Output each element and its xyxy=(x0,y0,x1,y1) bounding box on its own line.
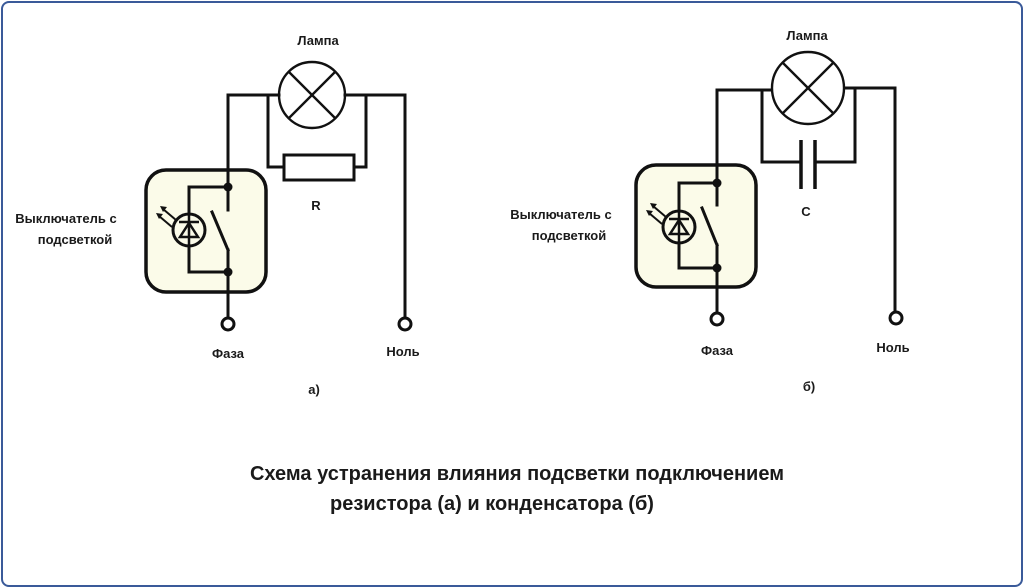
lamp-icon-b xyxy=(770,50,846,126)
phase-label-b: Фаза xyxy=(701,343,734,358)
phase-terminal-a xyxy=(220,316,236,332)
diagram-label-b: б) xyxy=(803,379,815,394)
lamp-icon-a xyxy=(277,60,347,130)
switch-label-a-line2: подсветкой xyxy=(38,232,112,247)
switch-label-b-line1: Выключатель с xyxy=(510,207,612,222)
wire-lamp-to-neutral-b xyxy=(844,86,897,315)
neutral-terminal-a xyxy=(397,316,413,332)
neutral-terminal-b xyxy=(888,310,904,326)
backlit-switch-icon-a xyxy=(144,168,268,294)
resistor-icon xyxy=(282,153,356,182)
switch-label-b-line2: подсветкой xyxy=(532,228,606,243)
lamp-label-b: Лампа xyxy=(786,28,828,43)
component-label-a: R xyxy=(311,198,321,213)
phase-label-a: Фаза xyxy=(212,346,245,361)
wire-bypass-b xyxy=(760,86,857,164)
lamp-label-a: Лампа xyxy=(297,33,339,48)
switch-label-a-line1: Выключатель с xyxy=(15,211,117,226)
neutral-label-b: Ноль xyxy=(876,340,909,355)
backlit-switch-icon-b xyxy=(634,163,758,289)
phase-terminal-b xyxy=(709,311,725,327)
wire-bypass-a xyxy=(266,93,368,169)
diagram-label-a: а) xyxy=(308,382,320,397)
neutral-label-a: Ноль xyxy=(386,344,419,359)
wire-lamp-to-neutral-a xyxy=(343,93,407,320)
caption-line-1: Схема устранения влияния подсветки подкл… xyxy=(250,463,784,485)
circuit-a: Лампа R Выключатель с подсветкой Фаза Но… xyxy=(15,33,419,397)
circuit-b: Лампа C Выключатель с подсветкой Фаза Но… xyxy=(510,28,909,394)
capacitor-icon xyxy=(799,140,817,189)
component-label-b: C xyxy=(801,204,811,219)
caption-line-2: резистора (а) и конденсатора (б) xyxy=(330,493,654,515)
